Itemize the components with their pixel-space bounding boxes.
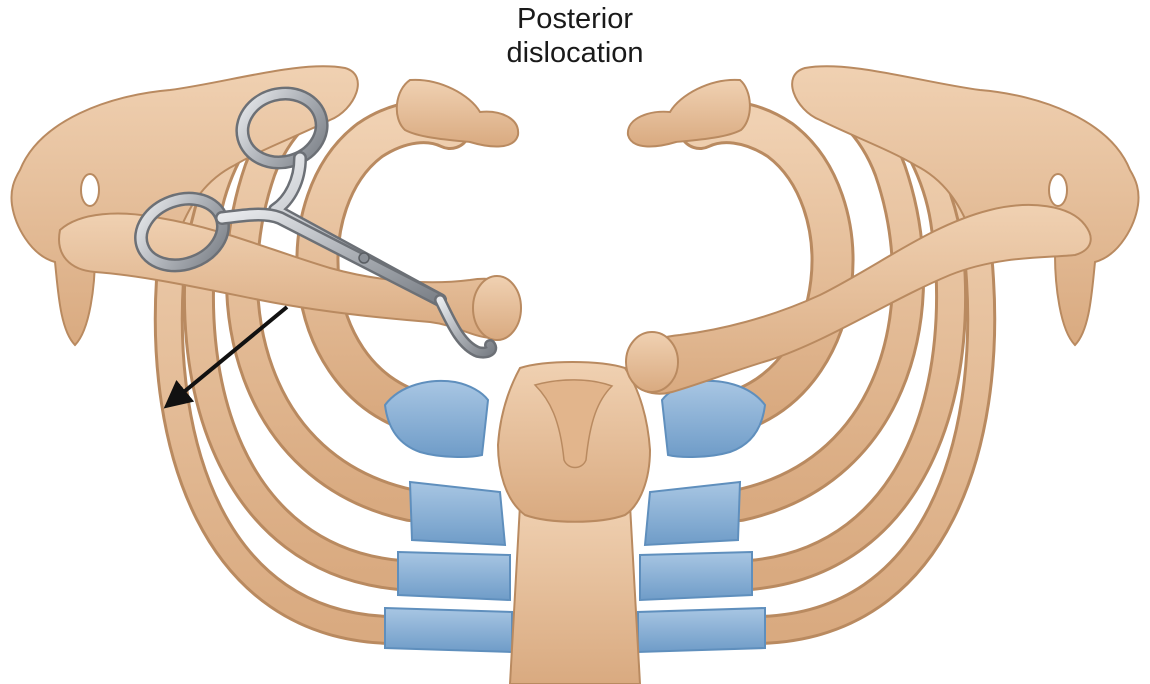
right-clavicle [626,204,1092,395]
right-scapula-notch [1048,173,1068,207]
forceps-jaw-fill [436,296,495,356]
cartilage-left-2 [408,480,507,547]
left-clavicle-head [472,275,522,341]
forceps-upper-ring-fill [237,89,327,167]
left-scapula-notch [80,173,100,207]
direction-arrow-icon [163,305,289,409]
manubrium-notch [533,379,614,469]
cartilage-right-2 [643,480,742,547]
right-clavicle-head [625,331,679,393]
cartilage-right-4 [637,606,766,654]
sternum-body [508,498,642,684]
cartilage-left-1 [383,379,490,458]
left-coracoid [395,78,520,148]
towel-clip-forceps-icon [134,86,498,359]
right-coracoid [626,78,751,148]
right-scapula [791,65,1140,347]
forceps-hinge [358,252,370,264]
cartilage-left-4 [384,606,513,654]
cartilage-right-1 [660,379,767,458]
cartilage-left-3 [397,550,511,602]
costal-cartilages [383,379,767,654]
cartilage-right-3 [639,550,753,602]
forceps-shaft-lower-fill [217,210,445,305]
